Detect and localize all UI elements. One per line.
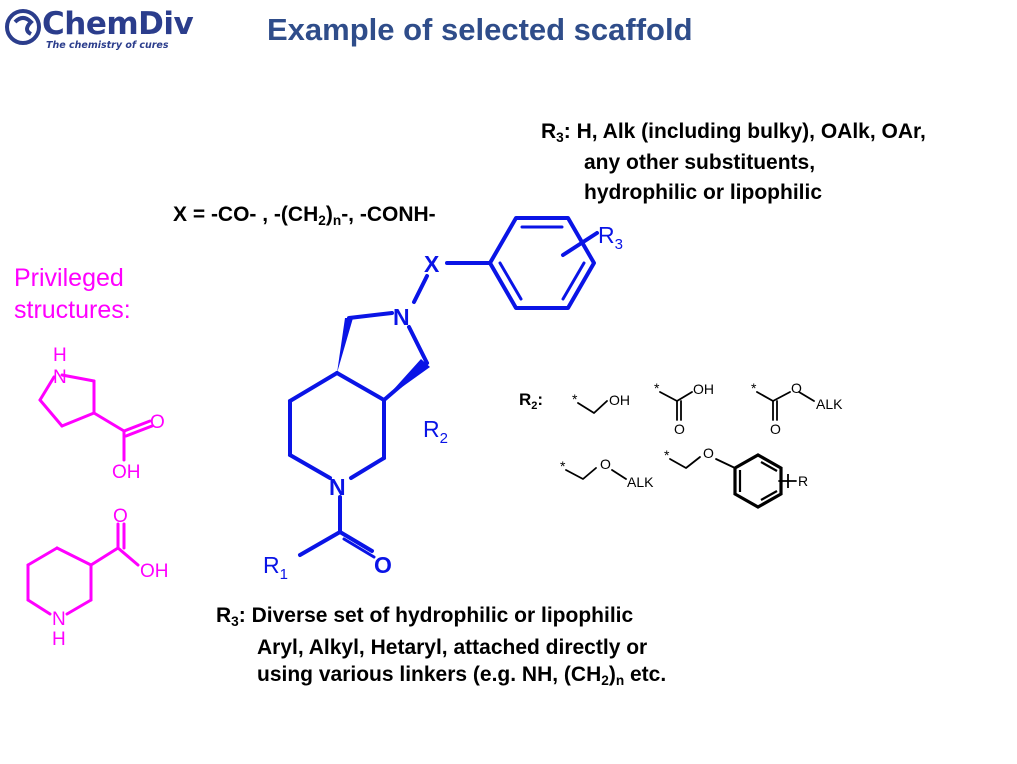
privileged-label-line2: structures: [14,296,131,324]
scaffold-r3: R3 [598,222,623,253]
logo-tagline: The chemistry of cures [46,40,169,51]
x-definition: X = -CO- , -(CH2)n-, -CONH- [173,203,436,228]
chemdiv-logo-icon [5,9,41,45]
r3-top-line3: hydrophilic or lipophilic [584,181,823,204]
logo-text: ChemDiv [42,6,194,42]
priv1-h: H [53,345,67,366]
scaffold-o: O [374,552,392,578]
r2-label: R2: [519,390,543,412]
r2-opt4-o: O [600,456,611,472]
r2-opt3-o: O [791,380,802,396]
scaffold-x: X [424,251,440,277]
r2-opt1-oh: OH [609,392,630,408]
priv1-n: N [53,367,67,388]
r3-top-line1: R3: H, Alk (including bulky), OAlk, OAr, [541,120,926,145]
r2-opt5-o: O [703,445,714,461]
r2-opt3-o-bottom: O [770,421,781,437]
slide-title: Example of selected scaffold [267,12,693,47]
r2-opt5-r: R [798,473,808,489]
privileged-label-line1: Privileged [14,264,124,292]
r3-bottom-line2: Aryl, Alkyl, Hetaryl, attached directly … [257,636,648,659]
r2-opt4-star: * [560,458,566,474]
scaffold-r1: R1 [263,552,288,583]
r2-opt1-star: * [572,391,578,407]
r2-opt3-star: * [751,380,757,396]
priv1-oh: OH [112,462,141,483]
r3-bottom-line1: R3: Diverse set of hydrophilic or lipoph… [216,604,634,629]
priv2-oh: OH [140,561,169,582]
scaffold-n-bottom: N [329,474,346,500]
r2-opt2-o: O [674,421,685,437]
scaffold-r2: R2 [423,416,448,447]
r2-opt3-alk: ALK [816,396,843,412]
priv1-o: O [150,412,165,433]
r3-top-line2: any other substituents, [584,151,816,174]
r2-opt5-star: * [664,447,670,463]
scaffold-n-top: N [393,304,410,330]
r2-opt2-star: * [654,380,660,396]
priv2-n: N [52,609,66,630]
r2-opt2-oh: OH [693,381,714,397]
priv2-o: O [113,506,128,527]
priv2-h: H [52,629,66,650]
r2-opt4-alk: ALK [627,474,654,490]
r3-bottom-line3: using various linkers (e.g. NH, (CH2)n e… [257,663,667,688]
